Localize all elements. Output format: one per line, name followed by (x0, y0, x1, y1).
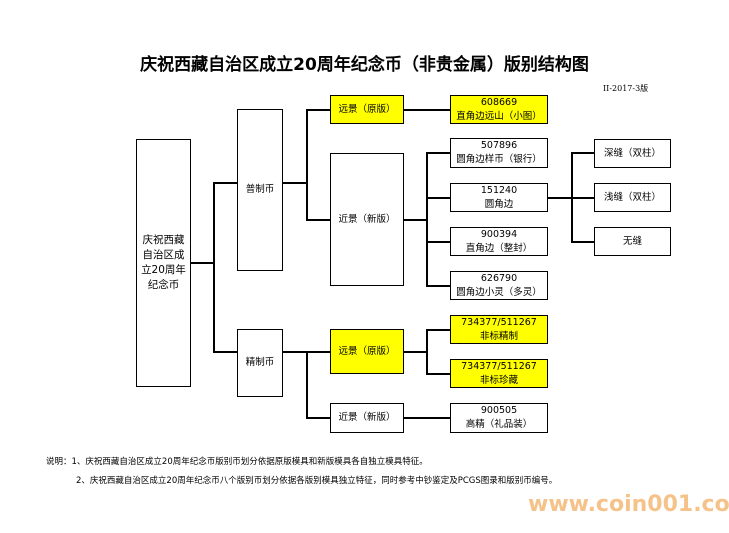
sub-deep-seam: 深缝（双柱） (594, 139, 671, 168)
box-text: 圆角边样币（银行） (456, 154, 542, 165)
connector-line (190, 262, 214, 264)
box-text: 直角边远山（小图） (456, 110, 542, 122)
connector-line (306, 219, 330, 221)
proof-label: 精制币 (245, 357, 275, 368)
normal-label: 普制币 (245, 184, 275, 195)
connector-line (426, 197, 450, 199)
box-text: 圆角边 (484, 198, 514, 210)
box-text: 非标精制 (479, 330, 518, 342)
box-text: 734377/511267 (461, 316, 537, 328)
box-text: 深缝（双柱） (603, 147, 661, 159)
normal-box: 普制币 (237, 109, 283, 271)
connector-line (426, 329, 450, 331)
connector-line (306, 351, 308, 418)
note-2: 2、庆祝西藏自治区成立20周年纪念币八个版别币划分依据各版别模具独立特征，同时参… (76, 476, 558, 486)
variety-151240: 151240 圆角边 (450, 183, 548, 212)
connector-line (403, 109, 450, 111)
connector-line (426, 329, 428, 374)
watermark: www.coin001.com (528, 492, 729, 517)
box-text: 高精（礼品装） (465, 419, 533, 430)
variety-608669: 608669 直角边远山（小图） (450, 95, 548, 124)
variety-507896: 507896 圆角边样币（银行） (450, 138, 548, 168)
version-label: II-2017-3版 (603, 84, 649, 93)
connector-line (547, 197, 571, 199)
box-text: 圆角边小灵（多灵） (456, 286, 542, 298)
connector-line (403, 219, 426, 221)
connector-line (571, 197, 594, 199)
box-text: 浅缝（双柱） (603, 191, 661, 203)
variety-proof-1: 734377/511267 非标精制 (450, 315, 548, 344)
box-text: 非标珍藏 (479, 374, 518, 386)
connector-line (426, 152, 450, 154)
connector-line (426, 373, 450, 375)
variety-proof-2: 734377/511267 非标珍藏 (450, 359, 548, 388)
box-text: 900394 (480, 228, 518, 240)
proof-far-box: 远景（原版） (330, 329, 404, 374)
sub-no-seam: 无缝 (594, 227, 671, 256)
root-label: 庆祝西藏自治区成立20周年纪念币 (141, 234, 186, 291)
sub-shallow-seam: 浅缝（双柱） (594, 183, 671, 212)
proof-near-box: 近景（新版） (330, 403, 404, 433)
box-text: 507896 (480, 140, 518, 151)
variety-900394: 900394 直角边（整封） (450, 227, 548, 256)
box-text: 734377/511267 (461, 360, 537, 372)
connector-line (282, 182, 306, 184)
proof-box: 精制币 (237, 329, 283, 397)
connector-line (306, 417, 330, 419)
page-title: 庆祝西藏自治区成立20周年纪念币（非贵金属）版别结构图 (140, 55, 589, 75)
box-text: 直角边（整封） (465, 242, 533, 254)
box-text: 626790 (480, 272, 518, 284)
connector-line (426, 152, 428, 286)
box-text: 无缝 (622, 235, 642, 247)
connector-line (571, 241, 594, 243)
connector-line (306, 351, 330, 353)
normal-far-box: 远景（原版） (330, 95, 404, 124)
note-1: 说明：1、庆祝西藏自治区成立20周年纪念币版别币划分依据原版模具和新版模具各自独… (46, 457, 428, 467)
connector-line (213, 182, 237, 184)
box-text: 151240 (480, 184, 518, 196)
box-text: 608669 (480, 96, 518, 108)
connector-line (306, 109, 308, 220)
connector-line (282, 351, 306, 353)
normal-near-box: 近景（新版） (330, 153, 404, 286)
connector-line (213, 351, 237, 353)
variety-626790: 626790 圆角边小灵（多灵） (450, 271, 548, 300)
box-text: 900505 (480, 405, 518, 416)
normal-far-label: 远景（原版） (338, 103, 396, 115)
connector-line (213, 182, 215, 352)
connector-line (571, 152, 594, 154)
connector-line (403, 417, 450, 419)
connector-line (426, 285, 450, 287)
box-text: 远景（原版） (338, 345, 396, 357)
connector-line (306, 109, 330, 111)
connector-line (426, 241, 450, 243)
root-box: 庆祝西藏自治区成立20周年纪念币 (136, 139, 191, 387)
variety-900505: 900505 高精（礼品装） (450, 403, 548, 433)
connector-line (403, 351, 426, 353)
box-text: 近景（新版） (338, 412, 396, 423)
normal-near-label: 近景（新版） (338, 213, 396, 225)
